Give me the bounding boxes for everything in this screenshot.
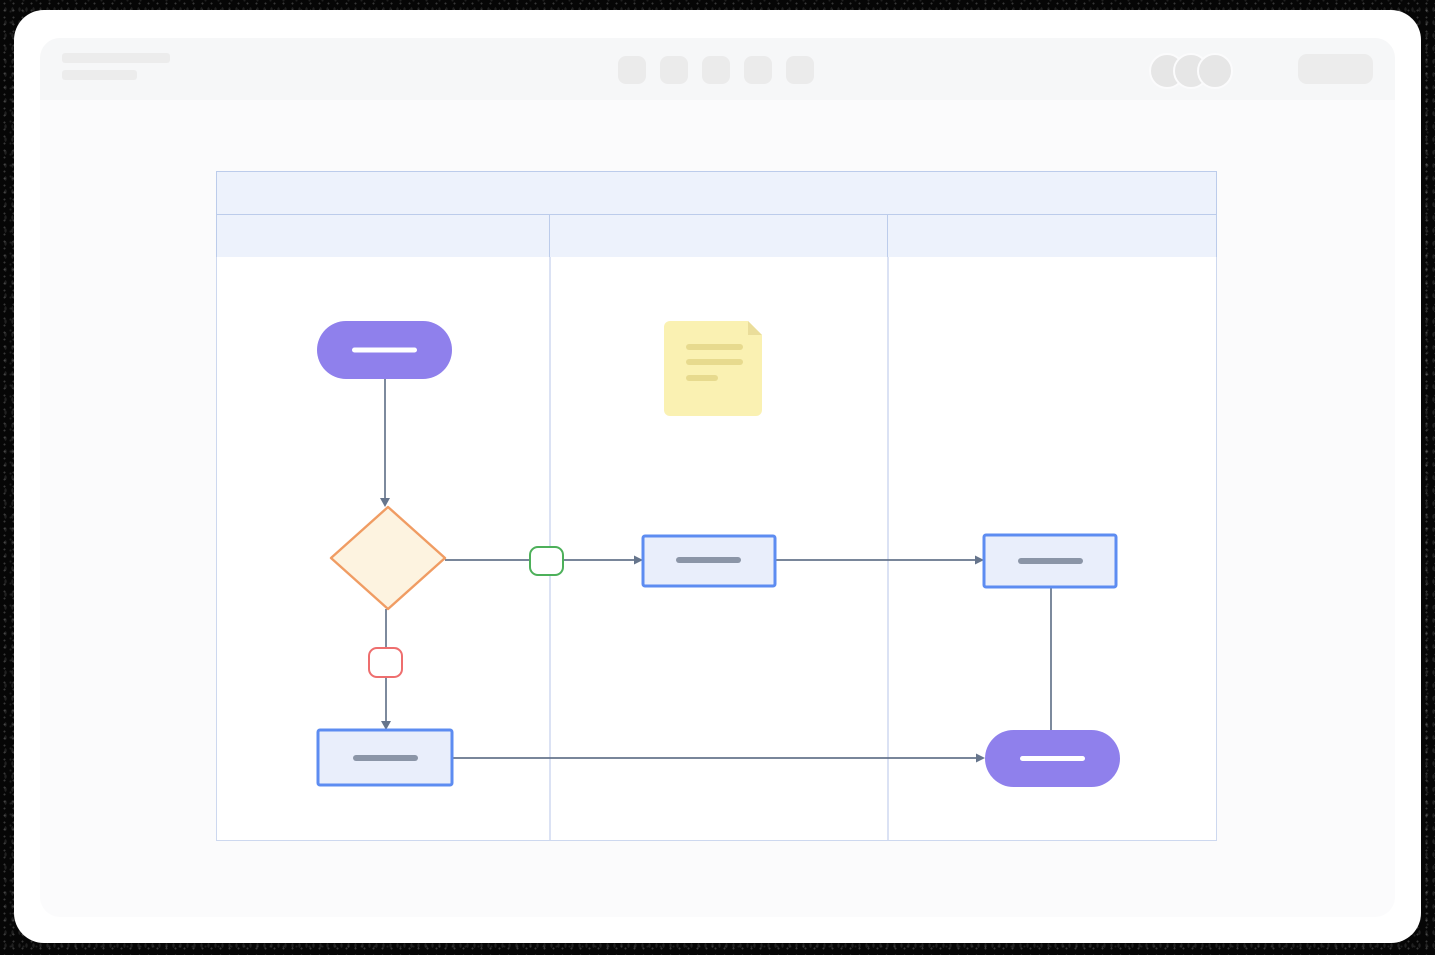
process-1-text-placeholder	[676, 557, 741, 563]
lane-header-2[interactable]	[550, 213, 888, 258]
window-title-placeholder	[62, 53, 170, 80]
arrowhead-down-box3	[381, 721, 391, 730]
sticky-text-line-1	[686, 344, 743, 350]
arrowheads	[380, 498, 985, 763]
avatar[interactable]	[1197, 53, 1233, 89]
swimlane-header-row	[216, 213, 1217, 258]
lane-header-1[interactable]	[216, 213, 550, 258]
nav-square-icon-3[interactable]	[702, 56, 730, 84]
arrowhead-right-box1	[634, 555, 643, 565]
process-3-text-placeholder	[353, 755, 418, 761]
swimlane-title-band	[216, 171, 1217, 215]
connector-lines	[384, 379, 1052, 759]
flowchart-canvas	[316, 321, 1120, 787]
nav-square-icon-4[interactable]	[744, 56, 772, 84]
lane-divider-2	[887, 257, 889, 840]
process-2-text-placeholder	[1018, 558, 1083, 564]
header-action-button[interactable]	[1298, 54, 1373, 84]
sticky-note[interactable]	[664, 321, 762, 416]
sticky-note-body[interactable]	[664, 321, 762, 416]
nav-square-icon-5[interactable]	[786, 56, 814, 84]
title-placeholder-line-1	[62, 53, 170, 63]
swimlane-diagram	[216, 171, 1217, 841]
end-pill-text-placeholder	[1020, 756, 1085, 761]
start-pill-text-placeholder	[352, 347, 417, 353]
condition-label-yes[interactable]	[529, 546, 564, 576]
start-node[interactable]	[317, 321, 452, 379]
end-node[interactable]	[985, 730, 1120, 787]
arrowhead-right-end	[976, 753, 985, 763]
browser-window	[40, 38, 1395, 917]
lane-header-3[interactable]	[888, 213, 1217, 258]
nav-square-icon-2[interactable]	[660, 56, 688, 84]
process-node-3[interactable]	[316, 728, 454, 787]
title-placeholder-line-2	[62, 70, 137, 80]
sticky-text-line-3	[686, 375, 718, 381]
process-node-2[interactable]	[982, 533, 1118, 589]
arrowhead-right-box2	[975, 555, 984, 565]
nav-square-icon-1[interactable]	[618, 56, 646, 84]
process-node-1[interactable]	[641, 534, 777, 588]
toolbar-nav	[618, 56, 814, 84]
avatar-group	[1149, 53, 1233, 89]
sticky-text-line-2	[686, 359, 743, 365]
decision-diamond[interactable]	[329, 505, 447, 611]
sticky-note-fold	[748, 321, 762, 335]
condition-label-no[interactable]	[368, 647, 403, 678]
arrowhead-down-diamond	[380, 498, 390, 507]
window-header	[40, 38, 1395, 100]
